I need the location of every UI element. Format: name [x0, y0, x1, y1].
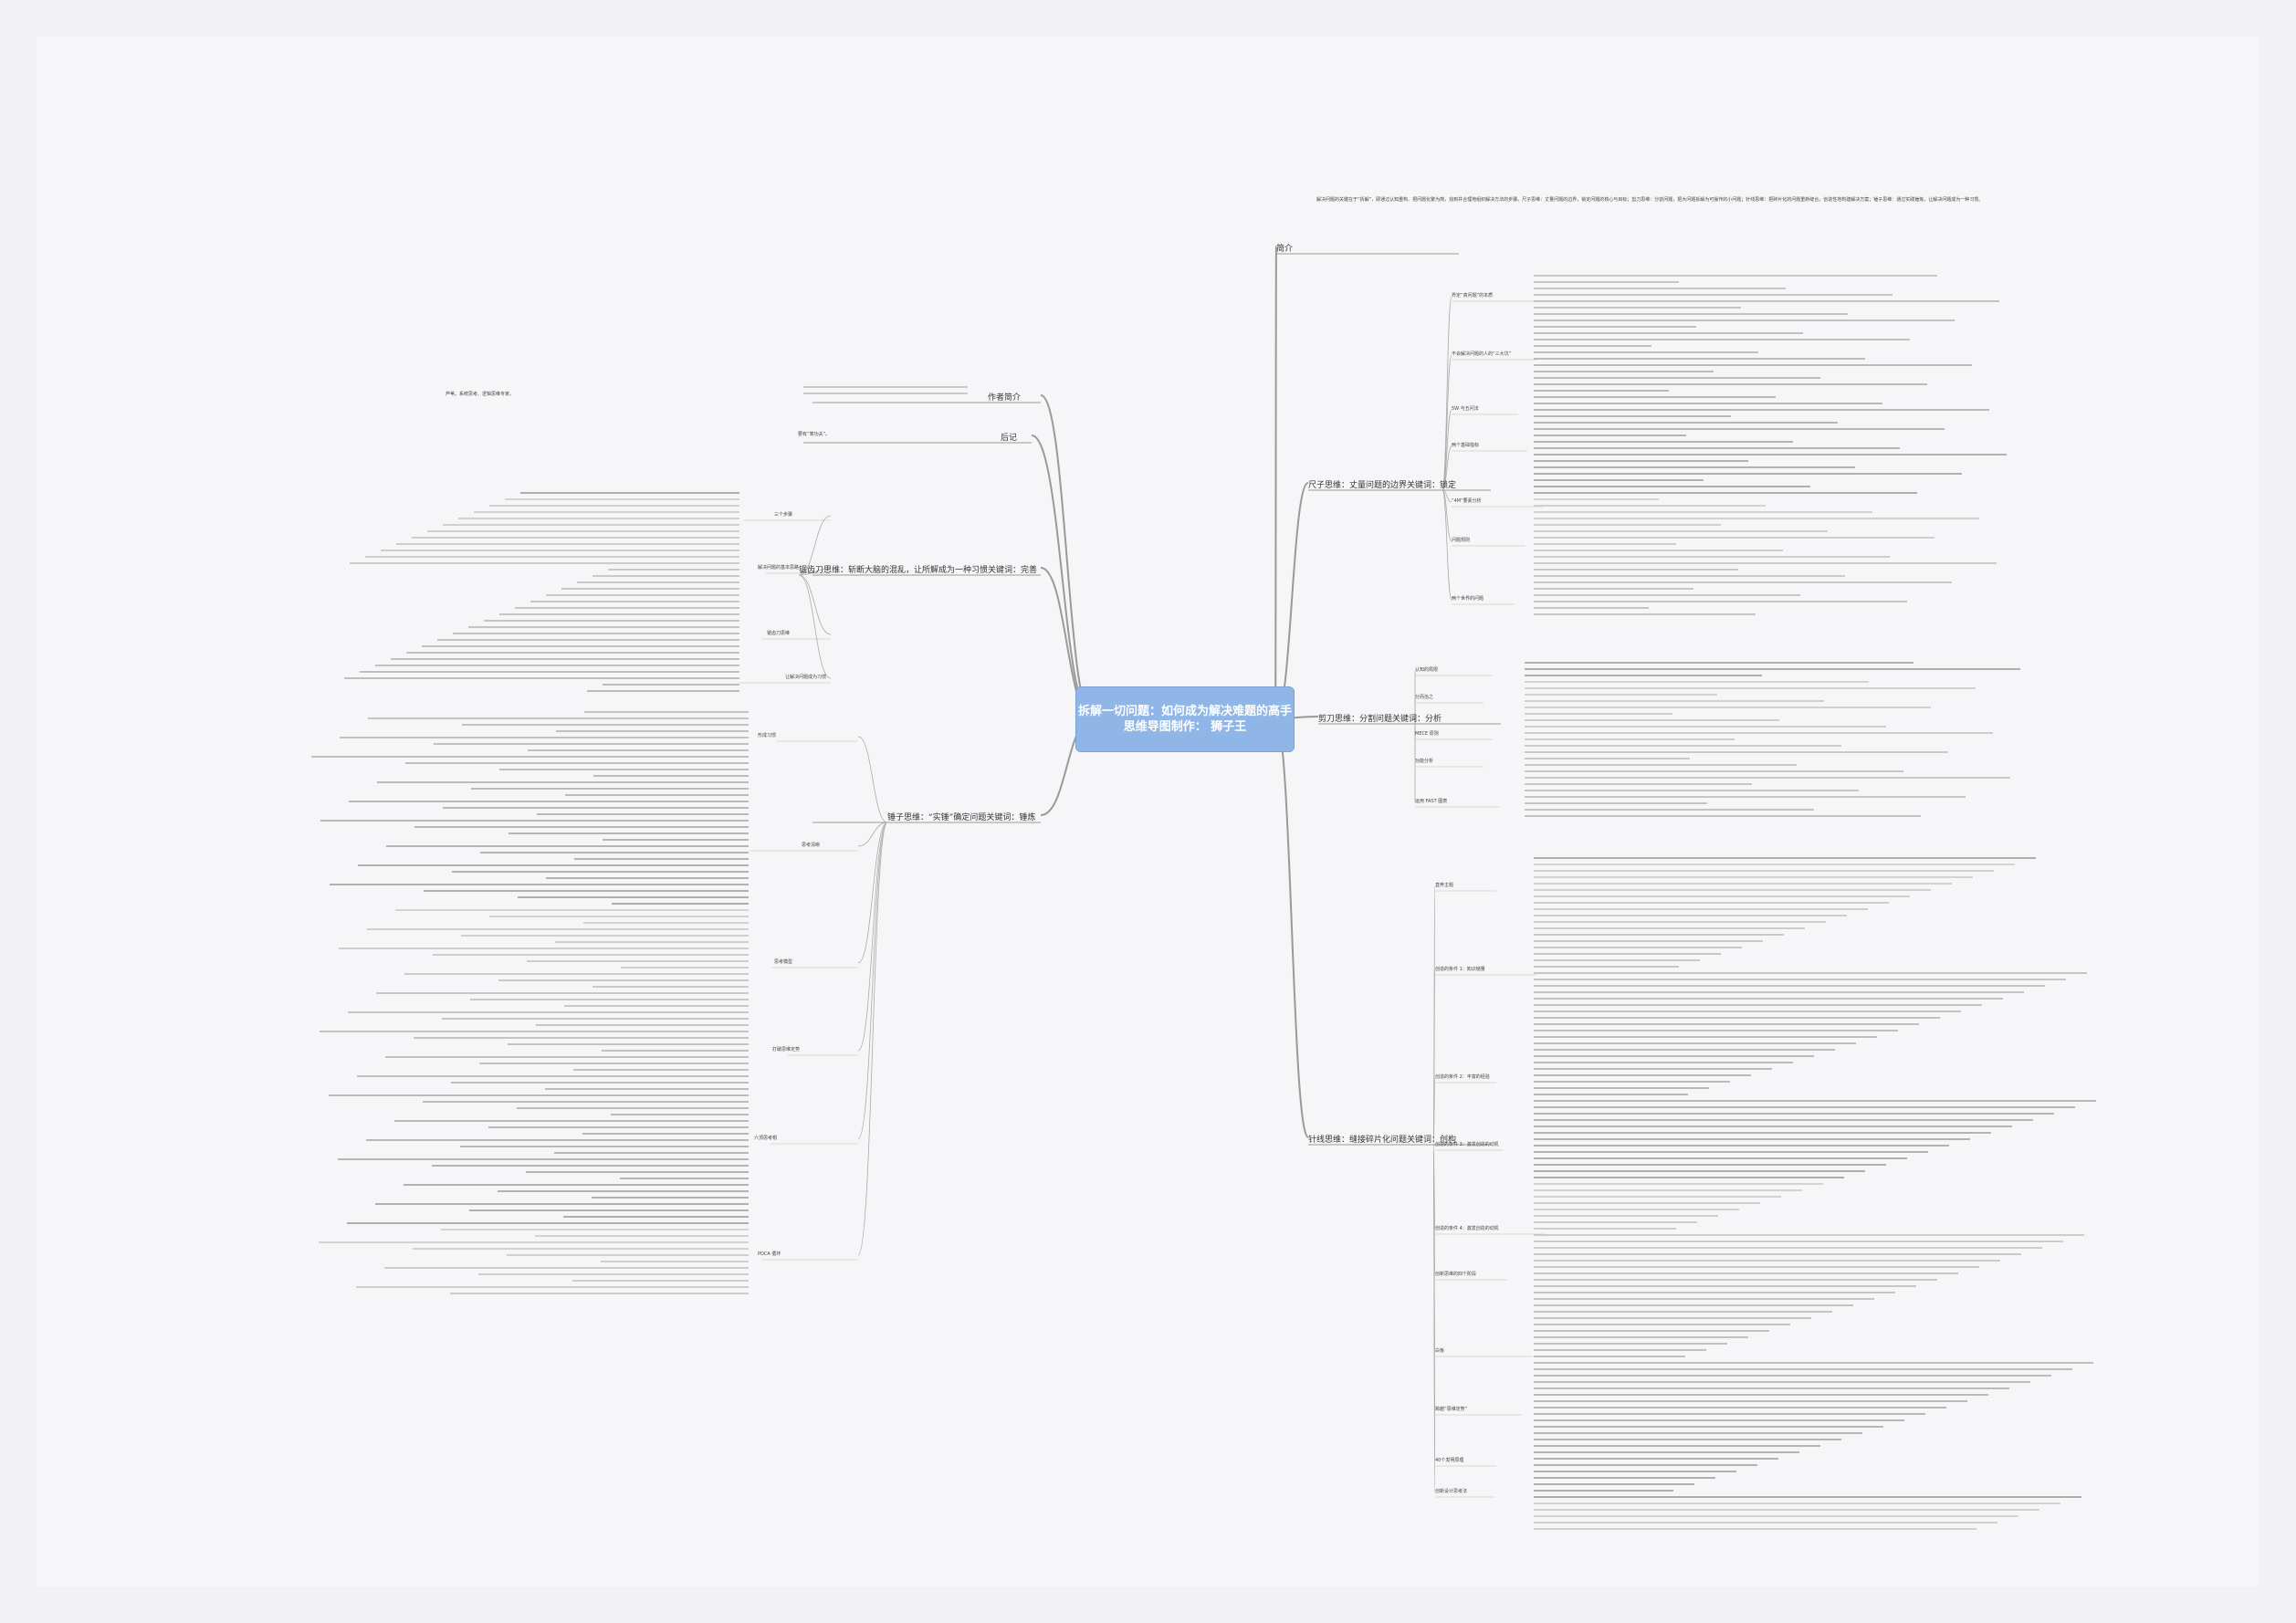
- mind-map-canvas: 拆解一切问题：如何成为解决难题的高手 思维导图制作： 狮子王 简介 尺子思维：丈…: [37, 37, 2259, 1586]
- subtopic-break-set: 打破思维定势: [772, 1047, 801, 1052]
- subtopic-connector: [798, 568, 832, 576]
- subtopic-fast: 功能分析: [1415, 759, 1434, 764]
- root-subtitle: 思维导图制作： 狮子王: [1123, 720, 1247, 734]
- subtopic-razor: 锯齿刀思维: [767, 631, 791, 636]
- subtopic-six-hats: 六顶思考帽: [754, 1136, 778, 1141]
- branch-razor[interactable]: 锯齿刀思维：斩断大脑的混乱，让所解成为一种习惯关键词：完善: [799, 566, 1038, 575]
- root-connector: [1040, 394, 1094, 719]
- subtopic-think-nine: 思考模型: [774, 959, 793, 965]
- root-node[interactable]: 拆解一切问题：如何成为解决难题的高手 思维导图制作： 狮子王: [1075, 686, 1295, 752]
- subtopic-connector: [798, 574, 832, 679]
- subtopic-connector: [857, 822, 888, 1256]
- subtopic-five-whys: 5W 与五问法: [1452, 406, 1479, 412]
- subtopic-connector: [857, 822, 888, 1052]
- subtopic-connector: [857, 822, 888, 964]
- subtopic-three-steps: 三个步骤: [774, 512, 793, 518]
- subtopic-connector: [1442, 489, 1452, 542]
- subtopic-aim: 直奔主题: [1435, 883, 1454, 888]
- subtopic-two-faces: 两个世界的问题: [1452, 596, 1484, 602]
- subtopic-connector: [1442, 354, 1452, 491]
- subtopic-problem-definition: 界定“真问题”的本质: [1452, 293, 1494, 298]
- subtopic-clear-thinking: 思考清晰: [802, 843, 821, 848]
- root-connector: [1031, 435, 1094, 719]
- subtopic-razor-tip: 让解决问题成为习惯: [785, 675, 827, 680]
- subtopic-pdca: PDCA 循环: [758, 1251, 781, 1257]
- subtopic-connector: [1432, 1077, 1436, 1146]
- subtopic-creativity-4: 创造的条件 4：激发创造的动机: [1435, 1226, 1499, 1231]
- subtopic-innovation: 创新设计思考法: [1435, 1489, 1468, 1494]
- author-text: 芦苇，系统思考、逻辑思维专家。: [446, 392, 515, 397]
- subtopic-connector: [1432, 1144, 1436, 1147]
- subtopic-separate: 分而治之: [1415, 695, 1434, 700]
- subtopic-beyond: 跨越“思维定势”: [1435, 1407, 1468, 1412]
- subtopic-creativity-2: 创造的条件 2：丰富的经验: [1435, 1074, 1490, 1080]
- subtopic-connector: [857, 822, 888, 1140]
- subtopic-connector: [1442, 489, 1452, 601]
- subtopic-fast-diagram: 运用 FAST 图表: [1415, 799, 1448, 804]
- branch-boundary[interactable]: 尺子思维：丈量问题的边界关键词：锁定: [1308, 481, 1457, 490]
- subtopic-connector: [1432, 1144, 1436, 1493]
- subtopic-cognition: 认知的局限: [1415, 667, 1439, 673]
- subtopic-conflict: 问题规则: [1452, 538, 1471, 543]
- subtopic-boundary-method: 不会解决问题的人的“三大坑”: [1452, 351, 1512, 357]
- root-title: 拆解一切问题：如何成为解决难题的高手: [1077, 705, 1292, 718]
- root-connector: [1274, 246, 1277, 719]
- branch-scissors[interactable]: 剪刀思维：分割问题关键词：分析: [1318, 715, 1442, 724]
- subtopic-mece: MECE 原则: [1415, 731, 1439, 737]
- subtopic-connector: [857, 822, 888, 847]
- subtopic-connector: [798, 574, 832, 635]
- root-connector: [1274, 717, 1309, 1138]
- subtopic-4m: “4M”要素分析: [1452, 498, 1482, 504]
- subtopic-40-principles: 40个发明原理: [1435, 1458, 1464, 1463]
- connector-lines: [311, 246, 2096, 1530]
- subtopic-creativity-3: 创造的条件 3：激发创造的动机: [1435, 1142, 1499, 1147]
- subtopic-connector: [857, 736, 888, 823]
- subtopic-habit: 形成习惯: [758, 733, 777, 738]
- branch-afterword[interactable]: 后记: [1001, 434, 1018, 443]
- subtopic-connector: [1442, 296, 1452, 491]
- afterword-text: 要有“笨功夫”。: [798, 432, 831, 437]
- subtopic-creativity-5: 创新思维的四个阶段: [1435, 1272, 1477, 1277]
- subtopic-creativity-1: 创造的条件 1：知识储量: [1435, 967, 1485, 972]
- branch-author[interactable]: 作者简介: [988, 393, 1022, 403]
- subtopic-connector: [1442, 445, 1452, 491]
- subtopic-problem-solving: 解决问题的基本思路: [758, 565, 800, 571]
- branch-intro[interactable]: 简介: [1276, 245, 1294, 254]
- branch-hammer[interactable]: 锤子思维：“实锤”确定问题关键词：锤炼: [887, 813, 1036, 822]
- root-connector: [1274, 482, 1309, 719]
- branch-needle[interactable]: 针线思维：缝接碎片化问题关键词：创构: [1308, 1136, 1457, 1145]
- intro-paragraph: 解决问题的关键在于“拆解”，即通过认知重构、把问题化繁为简，找到并合理地组织解决…: [1316, 197, 1984, 203]
- subtopic-kpi: 两个基础指标: [1452, 443, 1480, 448]
- subtopic-whiteboard: 白板: [1435, 1348, 1445, 1354]
